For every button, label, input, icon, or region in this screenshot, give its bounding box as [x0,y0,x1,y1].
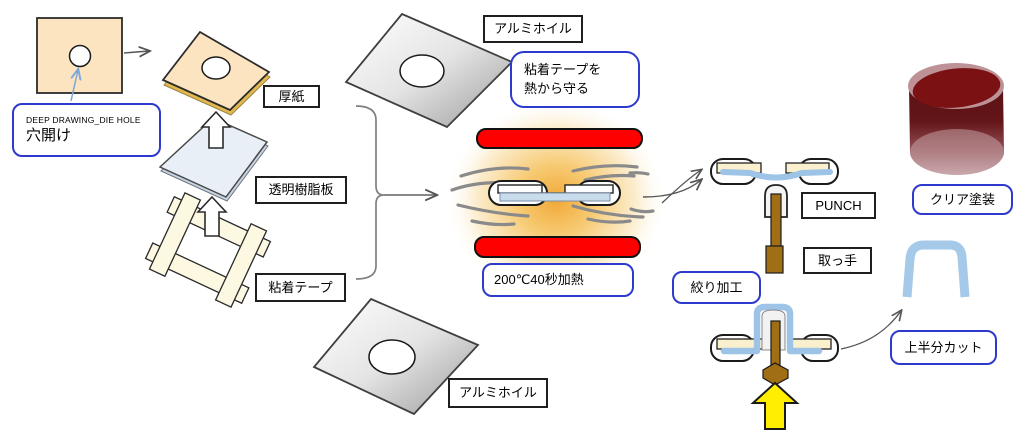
die-note-pointer [70,70,78,102]
die-plate-flat [36,17,123,94]
sagging-resin [720,169,833,181]
finished-cup [908,63,1004,175]
foil-hole-top [399,54,445,88]
stack-up-arrow-1 [200,110,232,149]
die-note-ja: 穴開け [26,127,72,145]
resin-plate [158,117,269,202]
die-hole [68,44,92,68]
stack-up-arrow-2 [196,195,228,237]
foil-hole-bottom [368,339,416,375]
label-aluminum-foil-top: アルミホイル [483,15,583,43]
callout-die-note: DEEP DRAWING_DIE HOLE 穴開け [12,103,161,157]
protect-note-line1: 粘着テープを [524,62,602,78]
heated-sandwich [488,180,621,206]
callout-cut-top-half: 上半分カット [890,330,997,365]
callout-clear-coat: クリア塗装 [912,184,1013,215]
arrow-flat-to-tilted [123,51,149,53]
label-resin-plate: 透明樹脂板 [255,176,347,204]
draw-stage [710,158,839,274]
heater-bar-bottom [474,236,641,258]
arrow-to-draw-stage [661,170,701,204]
label-punch: PUNCH [801,192,876,219]
callout-drawing-process: 絞り加工 [672,271,761,304]
punch-shaft [770,193,782,248]
arrow-press-to-cut [840,311,901,350]
protect-note-line2: 熱から守る [524,81,590,96]
punch-shaft-2 [770,320,781,367]
press-up-arrow [750,381,800,430]
heater-bars [474,128,643,258]
softened-resin [499,192,611,202]
formed-resin-cup [720,303,823,355]
label-aluminum-foil-bottom: アルミホイル [448,378,548,408]
cut-cup-profile [902,240,970,298]
arrow-heater-to-draw [642,180,701,198]
heater-bar-top [476,128,643,149]
label-cardboard: 厚紙 [263,85,320,108]
aluminum-foil-top [344,12,514,129]
label-adhesive-tape: 粘着テープ [255,273,346,302]
callout-protect-note: 粘着テープを 熱から守る [510,51,640,108]
punch-handle [765,245,784,274]
layers-brace [355,105,436,280]
callout-heating: 200℃40秒加熱 [482,263,634,297]
cardboard-hole [201,56,231,80]
label-handle: 取っ手 [803,247,872,274]
press-stage [710,303,839,430]
aluminum-foil-bottom [312,297,480,416]
die-note-en: DEEP DRAWING_DIE HOLE [26,114,141,125]
punch-handle-2 [762,362,789,386]
cardboard-plate [161,30,271,116]
heat-waves [450,164,655,227]
